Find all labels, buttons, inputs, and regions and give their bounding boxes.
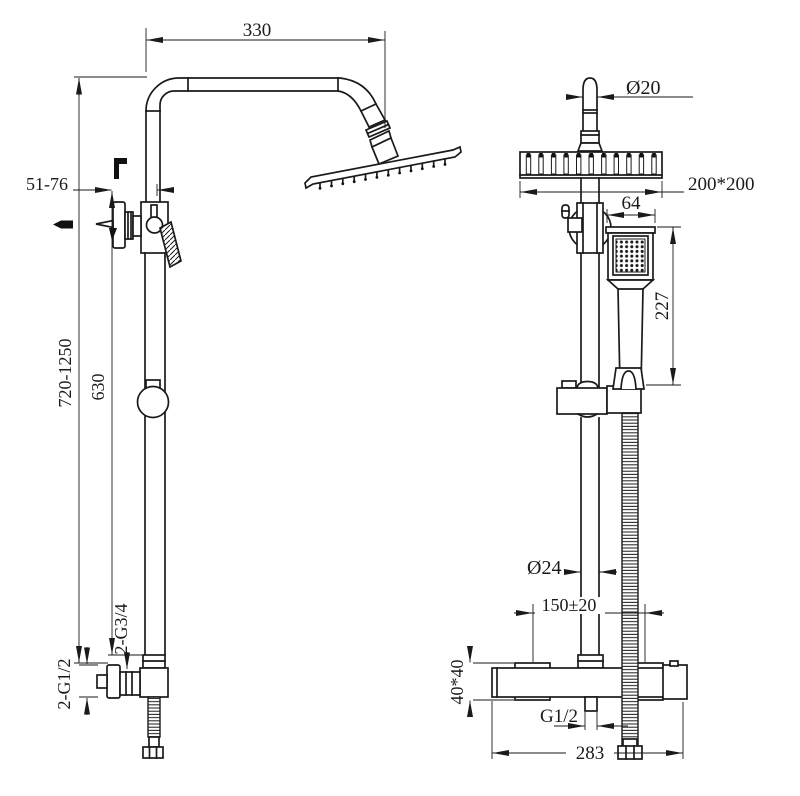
dim-hand-shower-length: 227 (652, 292, 673, 321)
rain-shower-arm (145, 77, 400, 166)
dim-escutcheon-size: 40*40 (447, 660, 467, 705)
dim-inlet-center-distance: 150±20 (542, 595, 597, 615)
spray-face (615, 238, 646, 273)
wall-supply-elbow-side (96, 654, 169, 699)
rain-shower-head-side (304, 145, 462, 190)
dim-wall-offset: 51-76 (26, 174, 68, 194)
label-hand-shower-outlet-thread: G1/2 (540, 706, 578, 727)
handle-stub (95, 219, 114, 229)
front-view (491, 77, 688, 760)
dim-overall-height: 720-1250 (55, 339, 75, 408)
mixer-end-block (662, 664, 688, 700)
upper-riser-pipe (145, 110, 161, 203)
lower-riser-pipe (136, 252, 170, 656)
dim-arm-length: 330 (243, 20, 272, 41)
diverter-lever (159, 220, 182, 269)
dim-mixer-bar-length: 283 (576, 743, 605, 764)
nozzles (319, 158, 446, 188)
diverter-lever-front (567, 217, 583, 233)
side-view (53, 77, 462, 759)
head-ribs (525, 153, 657, 175)
shower-hose-front (617, 412, 643, 760)
diverter-valve-side (53, 158, 182, 269)
diverter-valve-front (561, 202, 612, 254)
bottom-collar-front (577, 654, 604, 669)
mixer-bar (491, 660, 688, 712)
dim-hand-shower-width: 64 (622, 193, 642, 214)
dim-top-pipe-diameter: Ø20 (626, 77, 660, 99)
slider-knob (136, 385, 170, 419)
dim-riser-pipe-diameter: Ø24 (527, 557, 561, 579)
hose-outlet-stub (584, 696, 598, 712)
temperature-handle (114, 158, 127, 179)
hand-shower (605, 226, 656, 387)
dimension-lines (73, 28, 693, 759)
dimension-labels: 330 51-76 720-1250 630 2-G1/2 2-G3/4 Ø20… (26, 20, 755, 764)
dim-riser-height: 630 (88, 374, 108, 401)
riser-pipe-front (580, 177, 600, 656)
dim-rain-head-size: 200*200 (688, 174, 755, 195)
handle-wedge (109, 228, 117, 241)
label-upper-connections: 2-G3/4 (111, 604, 131, 655)
top-pipe-front (576, 77, 604, 152)
slide-bar-bracket (556, 367, 645, 418)
flow-arrow (53, 220, 73, 229)
nozzle-tips (318, 163, 447, 190)
shower-hose-side (142, 696, 164, 759)
mixer-button (669, 660, 679, 667)
label-bottom-connections: 2-G1/2 (54, 659, 74, 710)
rain-shower-head-front (519, 151, 663, 179)
